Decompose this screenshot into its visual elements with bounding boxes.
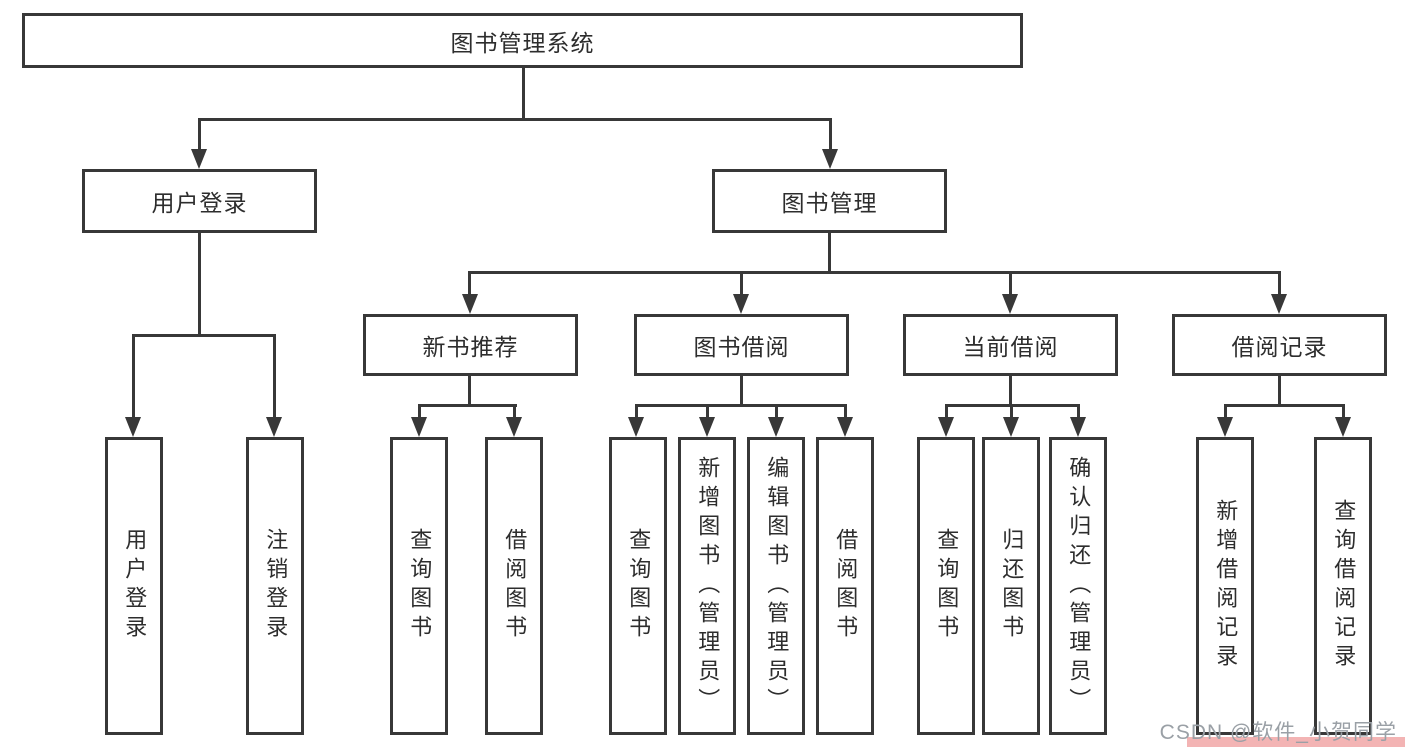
leaf-query-borrow-record: 查询借阅记录 <box>1314 437 1372 735</box>
arrowhead-icon <box>1271 294 1287 314</box>
leaf-label: 归还图书 <box>999 528 1025 644</box>
node-label: 用户登录 <box>151 190 248 216</box>
watermark-text: CSDN @软件_小贺同学 <box>1159 721 1397 744</box>
connector-drop-leaf <box>945 404 948 417</box>
connector-drop-leaf <box>635 404 638 417</box>
connector-drop-current-borrow <box>1009 271 1012 294</box>
node-borrowing-records: 借阅记录 <box>1172 314 1387 376</box>
watermark-highlight <box>1187 737 1405 747</box>
arrowhead-icon <box>699 417 715 437</box>
arrowhead-icon <box>1070 417 1086 437</box>
arrowhead-icon <box>628 417 644 437</box>
connector-drop-new-books <box>468 271 471 294</box>
leaf-label: 新增借阅记录 <box>1213 499 1239 673</box>
connector-drop-leaf <box>844 404 847 417</box>
connector-drop-leaf <box>706 404 709 417</box>
leaf-label: 确认归还（管理员） <box>1066 455 1092 717</box>
connector-level1-branch <box>198 118 832 121</box>
connector-drop-leaf <box>775 404 778 417</box>
arrowhead-icon <box>506 417 522 437</box>
leaf-label: 查询借阅记录 <box>1331 499 1357 673</box>
node-library-management-system: 图书管理系统 <box>22 13 1023 68</box>
connector-drop-borrow-records <box>1278 271 1281 294</box>
arrowhead-icon <box>191 149 207 169</box>
arrowhead-icon <box>1335 417 1351 437</box>
connector-borrow-records-branch <box>1224 404 1345 407</box>
leaf-label: 注销登录 <box>263 528 289 644</box>
node-user-login: 用户登录 <box>82 169 317 233</box>
leaf-add-books-admin: 新增图书（管理员） <box>678 437 736 735</box>
leaf-label: 查询图书 <box>407 528 433 644</box>
leaf-logout-login: 注销登录 <box>246 437 304 735</box>
node-label: 借阅记录 <box>1231 334 1328 360</box>
connector-drop-leaf <box>418 404 421 417</box>
connector-drop-book-borrow <box>740 271 743 294</box>
arrowhead-icon <box>125 417 141 437</box>
connector-level2-branch <box>469 271 1281 274</box>
leaf-borrow-books: 借阅图书 <box>816 437 874 735</box>
connector-drop-leaf <box>1224 404 1227 417</box>
arrowhead-icon <box>837 417 853 437</box>
connector-root-stem <box>522 68 525 118</box>
leaf-add-borrow-record: 新增借阅记录 <box>1196 437 1254 735</box>
connector-drop-leaf <box>132 334 135 417</box>
node-label: 图书借阅 <box>693 334 790 360</box>
node-book-borrowing: 图书借阅 <box>634 314 849 376</box>
connector-drop-leaf <box>1010 404 1013 417</box>
connector-drop-leaf <box>273 334 276 417</box>
connector-drop-leaf <box>513 404 516 417</box>
connector-current-borrow-stem <box>1009 376 1012 406</box>
arrowhead-icon <box>822 149 838 169</box>
leaf-label: 编辑图书（管理员） <box>764 455 790 717</box>
node-label: 当前借阅 <box>962 334 1059 360</box>
arrowhead-icon <box>1003 417 1019 437</box>
leaf-query-books: 查询图书 <box>917 437 975 735</box>
connector-drop-book-mgmt <box>829 118 832 149</box>
leaf-query-books: 查询图书 <box>609 437 667 735</box>
node-current-borrowing: 当前借阅 <box>903 314 1118 376</box>
connector-book-mgmt-stem <box>828 233 831 274</box>
arrowhead-icon <box>768 417 784 437</box>
leaf-return-books: 归还图书 <box>982 437 1040 735</box>
arrowhead-icon <box>1217 417 1233 437</box>
node-label: 图书管理 <box>781 190 878 216</box>
arrowhead-icon <box>266 417 282 437</box>
arrowhead-icon <box>1002 294 1018 314</box>
connector-new-books-branch <box>418 404 517 407</box>
leaf-label: 查询图书 <box>626 528 652 644</box>
leaf-label: 查询图书 <box>934 528 960 644</box>
leaf-label: 借阅图书 <box>502 528 528 644</box>
connector-book-borrow-stem <box>740 376 743 406</box>
leaf-edit-books-admin: 编辑图书（管理员） <box>747 437 805 735</box>
node-label: 新书推荐 <box>422 334 519 360</box>
node-book-management: 图书管理 <box>712 169 947 233</box>
connector-user-login-stem <box>198 233 201 337</box>
arrowhead-icon <box>733 294 749 314</box>
connector-user-login-branch <box>132 334 275 337</box>
leaf-label: 借阅图书 <box>833 528 859 644</box>
connector-drop-leaf <box>1077 404 1080 417</box>
leaf-label: 新增图书（管理员） <box>695 455 721 717</box>
leaf-label: 用户登录 <box>122 528 148 644</box>
connector-new-books-stem <box>468 376 471 406</box>
arrowhead-icon <box>938 417 954 437</box>
connector-drop-user-login <box>198 118 201 149</box>
arrowhead-icon <box>462 294 478 314</box>
leaf-confirm-return-admin: 确认归还（管理员） <box>1049 437 1107 735</box>
connector-book-borrow-branch <box>635 404 847 407</box>
connector-borrow-records-stem <box>1278 376 1281 406</box>
node-label: 图书管理系统 <box>450 29 595 56</box>
node-new-book-recommend: 新书推荐 <box>363 314 578 376</box>
arrowhead-icon <box>411 417 427 437</box>
connector-drop-leaf <box>1342 404 1345 417</box>
leaf-query-books: 查询图书 <box>390 437 448 735</box>
leaf-borrow-books: 借阅图书 <box>485 437 543 735</box>
leaf-user-login: 用户登录 <box>105 437 163 735</box>
